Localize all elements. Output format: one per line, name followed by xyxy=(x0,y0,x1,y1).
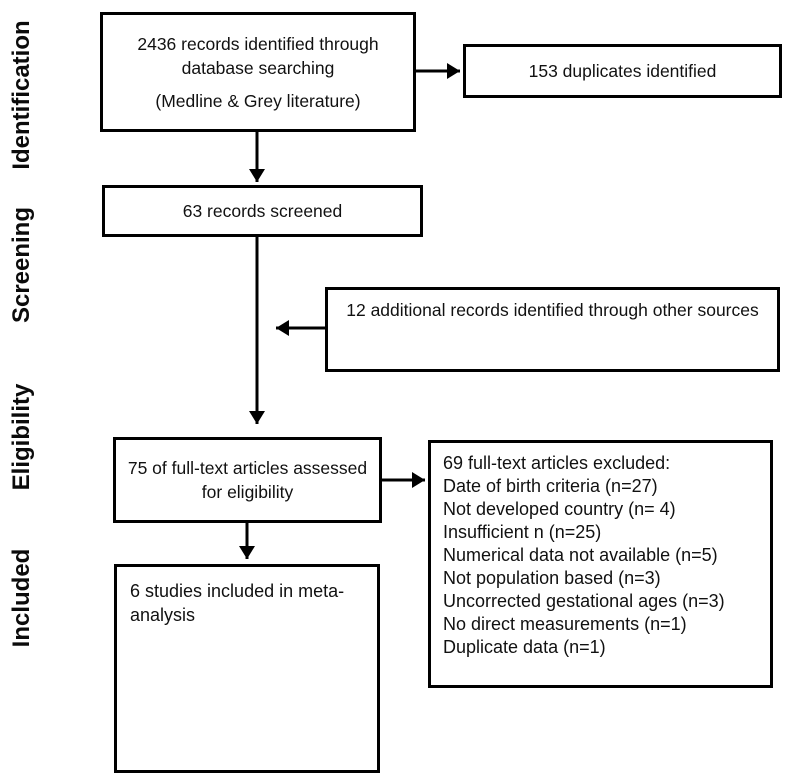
duplicates-text: 153 duplicates identified xyxy=(528,61,717,81)
exclusion-reason: Insufficient n (n=25) xyxy=(443,522,602,542)
records-identified-text: 2436 records identified through database… xyxy=(137,33,379,78)
box-additional-records: 12 additional records identified through… xyxy=(325,287,780,372)
fulltext-assessed-text: 75 of full-text articles assessed for el… xyxy=(127,458,368,502)
exclusion-reason: Duplicate data (n=1) xyxy=(443,637,606,657)
exclusion-reason: Date of birth criteria (n=27) xyxy=(443,476,658,496)
box-records-identified: 2436 records identified through database… xyxy=(100,12,416,132)
exclusion-reason: Numerical data not available (n=5) xyxy=(443,545,718,565)
additional-records-text: 12 additional records identified through… xyxy=(346,300,759,320)
box-records-screened: 63 records screened xyxy=(102,185,423,237)
stage-label-included: Included xyxy=(8,548,35,648)
records-identified-subtext: (Medline & Grey literature) xyxy=(155,90,361,111)
box-fulltext-assessed: 75 of full-text articles assessed for el… xyxy=(113,437,382,523)
fulltext-excluded-title: 69 full-text articles excluded: xyxy=(443,453,671,473)
exclusion-reason: No direct measurements (n=1) xyxy=(443,614,687,634)
included-studies-text: 6 studies included in meta-analysis xyxy=(130,581,345,625)
box-fulltext-excluded: 69 full-text articles excluded: Date of … xyxy=(428,440,773,688)
exclusion-reason: Uncorrected gestational ages (n=3) xyxy=(443,591,725,611)
exclusion-reason: Not population based (n=3) xyxy=(443,568,661,588)
box-included-studies: 6 studies included in meta-analysis xyxy=(114,564,380,773)
records-screened-text: 63 records screened xyxy=(182,201,343,221)
box-duplicates-identified: 153 duplicates identified xyxy=(463,44,782,98)
exclusion-reason: Not developed country (n= 4) xyxy=(443,499,676,519)
